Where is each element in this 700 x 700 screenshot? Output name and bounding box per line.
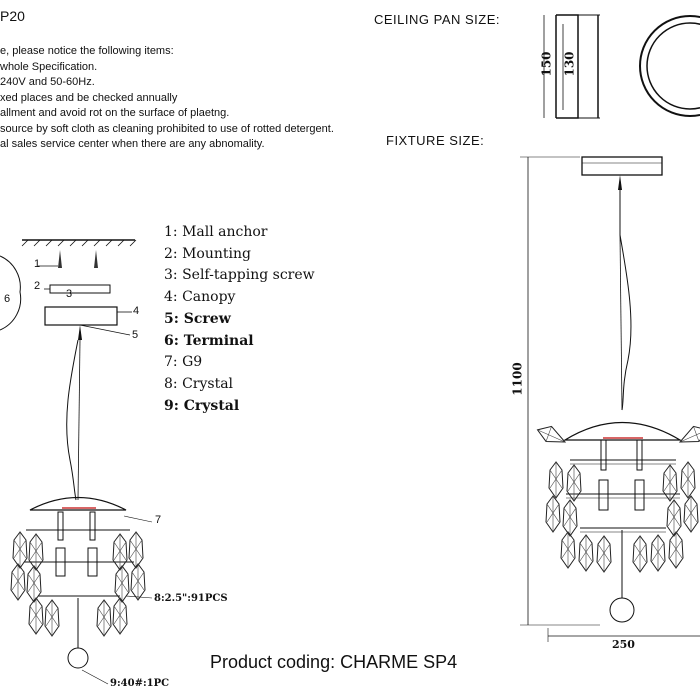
note-line: e, please notice the following items:: [0, 45, 174, 57]
fixture-size-label: FIXTURE SIZE:: [386, 133, 485, 148]
ceiling-pan-ring: [639, 15, 700, 117]
instructions-notes: e, please notice the following items: wh…: [0, 44, 334, 153]
fixture-height-label: 1100: [510, 362, 525, 396]
legend-item: 9: Crystal: [164, 397, 240, 414]
legend-item: 2: Mounting: [164, 245, 251, 262]
legend-item: 5: Screw: [164, 310, 231, 327]
ceiling-pan-height-label: 150: [539, 51, 554, 77]
callout-5: 5: [132, 329, 139, 341]
parts-legend: 1: Mall anchor 2: Mounting 3: Self-tappi…: [164, 222, 315, 417]
legend-item: 8: Crystal: [164, 375, 234, 392]
installation-drawing: [0, 239, 153, 685]
note-line: source by soft cloth as cleaning prohibi…: [0, 122, 334, 135]
document-title-fragment: P20: [0, 8, 25, 24]
note-line: al sales service center when there are a…: [0, 138, 265, 150]
fixture-size-drawing: [520, 156, 700, 642]
legend-item: 1: Mall anchor: [164, 224, 268, 240]
product-coding: Product coding: CHARME SP4: [210, 652, 458, 672]
ceiling-pan-size-label: CEILING PAN SIZE:: [374, 12, 501, 27]
callout-4: 4: [133, 305, 140, 317]
ceiling-pan-inner-height-label: 130: [562, 51, 577, 77]
legend-item: 6: Terminal: [164, 332, 254, 349]
callout-8-crystal-spec: 8:2.5":91PCS: [154, 593, 228, 604]
note-line: whole Specification.: [0, 60, 98, 73]
ceiling-pan-side-view: [543, 14, 600, 119]
callout-3: 3: [66, 288, 73, 300]
callout-1: 1: [34, 258, 41, 270]
callout-6: 6: [4, 293, 11, 305]
legend-item: 4: Canopy: [164, 289, 236, 306]
legend-item: 7: G9: [164, 354, 203, 371]
note-line: allment and avoid rot on the surface of …: [0, 107, 230, 119]
note-line: 240V and 50-60Hz.: [0, 76, 95, 88]
legend-item: 3: Self-tapping screw: [164, 267, 315, 284]
callout-9-crystal-spec: 9:40#:1PC: [110, 678, 170, 689]
callout-2: 2: [34, 280, 41, 292]
fixture-width-label: 250: [612, 638, 635, 651]
note-line: xed places and be checked annually: [0, 91, 178, 104]
callout-7: 7: [155, 514, 162, 526]
